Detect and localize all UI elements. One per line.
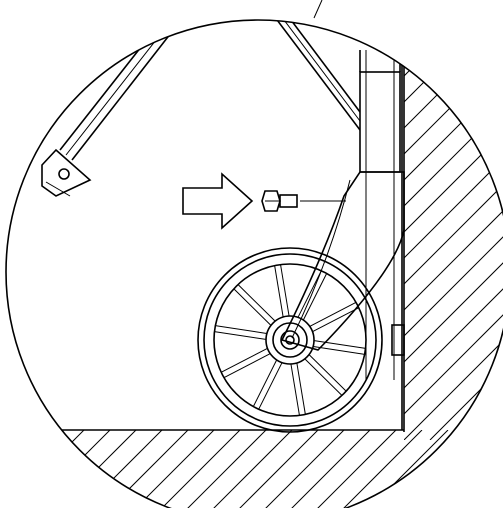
floor-hatch-line	[263, 430, 345, 508]
wall-hatch-line	[404, 60, 503, 440]
detail-circle	[5, 19, 503, 508]
wall-hatch-line	[404, 60, 503, 440]
wall-hatch-line	[404, 60, 503, 440]
wheel-spoke	[314, 340, 366, 349]
hatched-floor-bottom	[6, 429, 503, 508]
wheel-spoke	[223, 353, 271, 379]
wall-hatch-line	[404, 60, 503, 440]
floor-hatch-line	[367, 430, 449, 508]
wheel-hub	[265, 315, 315, 365]
wheel-spoke	[220, 347, 268, 373]
wheel-spoke	[313, 346, 365, 355]
insertion-arrow	[182, 172, 254, 230]
wall-hatch-line	[404, 60, 461, 440]
wall-hatch-line	[404, 60, 503, 440]
wheel-spoke	[252, 359, 278, 407]
floor-hatch-line	[289, 430, 371, 508]
floor-hatch-line	[185, 430, 267, 508]
floor-hatch-line	[6, 430, 59, 508]
wheel-spoke	[302, 273, 328, 321]
wall-hatch-line	[404, 60, 503, 440]
wheel-spoke	[304, 358, 343, 396]
floor-hatch-line	[6, 430, 7, 508]
wall-hatch-line	[404, 60, 503, 440]
floor-hatch-line	[497, 430, 503, 508]
wheel-spoke	[233, 288, 272, 326]
floor-hatch-line	[315, 430, 397, 508]
wall-hatch-line	[0, 20, 304, 440]
floor-hatch-line	[393, 430, 475, 508]
wall-hatch-line	[404, 60, 503, 440]
wall-hatch-line	[404, 60, 487, 440]
wall-hatch-line	[404, 60, 503, 440]
wall-hatch-line	[0, 20, 356, 440]
wheel-spoke	[214, 331, 266, 340]
wall-hatch-line	[404, 60, 409, 440]
wheel-spoke	[215, 325, 267, 334]
floor-hatch-line	[81, 430, 163, 508]
floor-hatch-line	[159, 430, 241, 508]
floor-hatch-line	[211, 430, 293, 508]
wheel-spoke	[280, 264, 290, 316]
wheel-spoke	[290, 364, 300, 416]
floor-hatch-line	[471, 430, 503, 508]
caster-arm	[280, 171, 405, 351]
wheel-spoke	[274, 265, 284, 317]
wheel-spoke	[258, 362, 283, 410]
hatched-wall-right	[0, 20, 503, 440]
floor-hatch-line	[29, 430, 111, 508]
wheel-spoke	[296, 363, 306, 415]
wheel-spoke	[297, 270, 322, 318]
caster-wheel	[197, 247, 383, 433]
callout-leader-line	[313, 0, 323, 19]
floor-hatch-line	[55, 430, 137, 508]
floor-hatch-line	[133, 430, 215, 508]
floor-hatch-line	[445, 430, 503, 508]
wall-hatch-line	[0, 20, 330, 440]
floor-hatch-line	[419, 430, 501, 508]
wheel-spoke	[312, 307, 360, 333]
wheel-spoke	[237, 284, 276, 322]
wall-hatch-line	[455, 60, 503, 440]
floor-hatch-line	[237, 430, 319, 508]
pivot-bolt-left	[41, 148, 92, 197]
floor-hatch-line	[6, 430, 33, 508]
wall-hatch-line	[481, 60, 503, 440]
vertical-post	[359, 50, 405, 430]
floor-hatch-line	[341, 430, 423, 508]
wheel-spoke	[309, 301, 357, 327]
wheel-spoke	[308, 354, 347, 392]
screw-bolt	[261, 190, 298, 212]
